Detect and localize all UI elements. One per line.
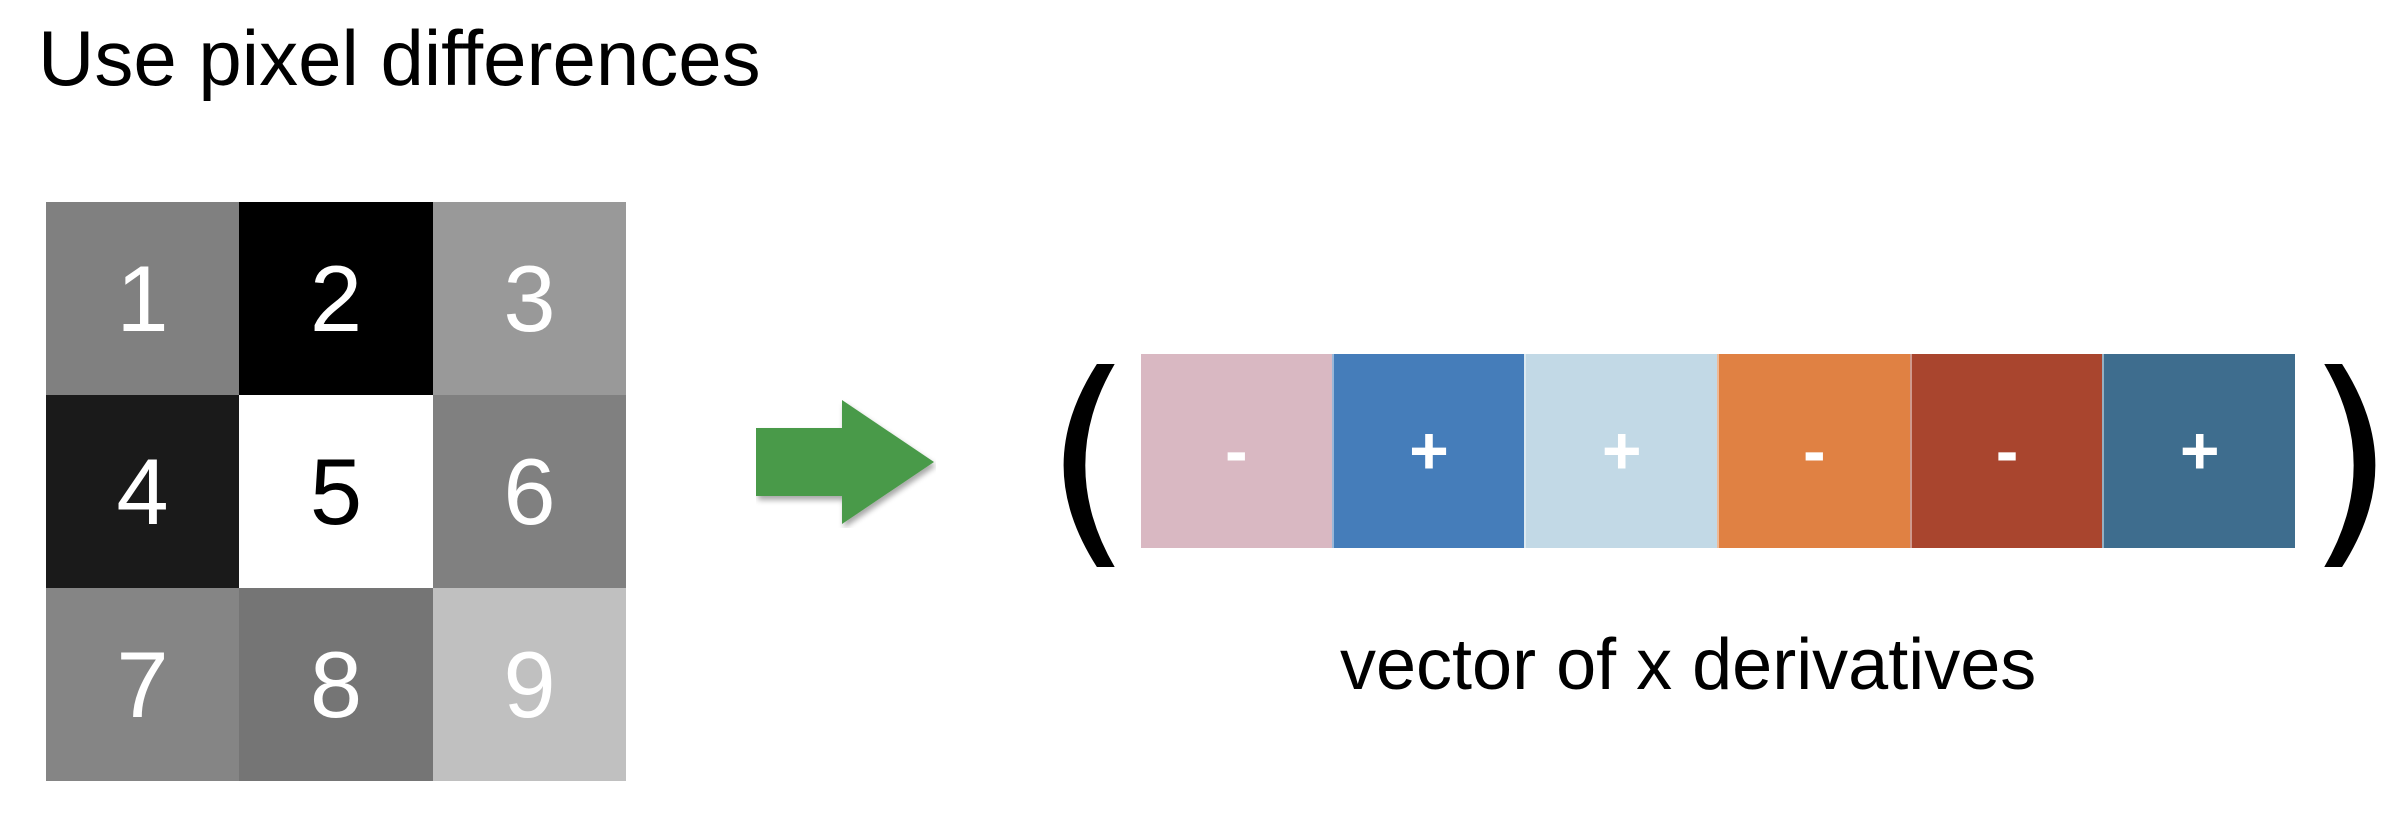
vector-cell: +: [1524, 354, 1718, 548]
pixel-cell: 4: [46, 395, 239, 588]
pixel-cell-label: 7: [116, 631, 169, 737]
pixel-cell: 9: [433, 588, 626, 781]
pixel-cell-label: 8: [309, 631, 363, 737]
vector-cell: +: [1331, 354, 1525, 548]
vector-cell-sign: +: [2179, 413, 2220, 489]
pixel-cell-label: 9: [503, 631, 556, 737]
vector-cell-sign: -: [1803, 413, 1826, 489]
vector-cell-sign: +: [1409, 413, 1449, 489]
vector-caption: vector of x derivatives: [1340, 625, 2037, 705]
pixel-cell: 7: [46, 588, 239, 781]
pixel-cell-label: 3: [503, 245, 556, 351]
pixel-cell-label: 5: [309, 438, 363, 544]
pixel-cell: 3: [433, 202, 626, 395]
pixel-cell: 6: [433, 395, 626, 588]
pixel-cell-label: 6: [503, 438, 556, 544]
pixel-cell-label: 2: [309, 245, 363, 351]
pixel-grid: 1 2 3 4 5 6 7 8 9: [46, 202, 626, 781]
pixel-cell-label: 1: [116, 245, 169, 351]
pixel-cell: 5: [239, 395, 433, 588]
vector-cell: -: [1717, 354, 1910, 548]
left-parenthesis: (: [1044, 325, 1133, 591]
vector-cell-sign: +: [1601, 413, 1642, 489]
vector-cell: -: [1141, 354, 1332, 548]
pixel-cell: 2: [239, 202, 433, 395]
vector-cell: -: [1909, 354, 2103, 548]
page-title: Use pixel differences: [38, 14, 761, 102]
right-arrow-icon: [756, 400, 934, 524]
derivative-vector: - + + - - +: [1141, 354, 2296, 548]
pixel-cell: 8: [239, 588, 433, 781]
vector-cell: +: [2102, 354, 2296, 548]
pixel-cell-label: 4: [116, 438, 169, 544]
pixel-cell: 1: [46, 202, 239, 395]
right-parenthesis: ): [2306, 325, 2395, 591]
vector-cell-sign: -: [1995, 413, 2019, 489]
vector-cell-sign: -: [1225, 413, 1248, 489]
